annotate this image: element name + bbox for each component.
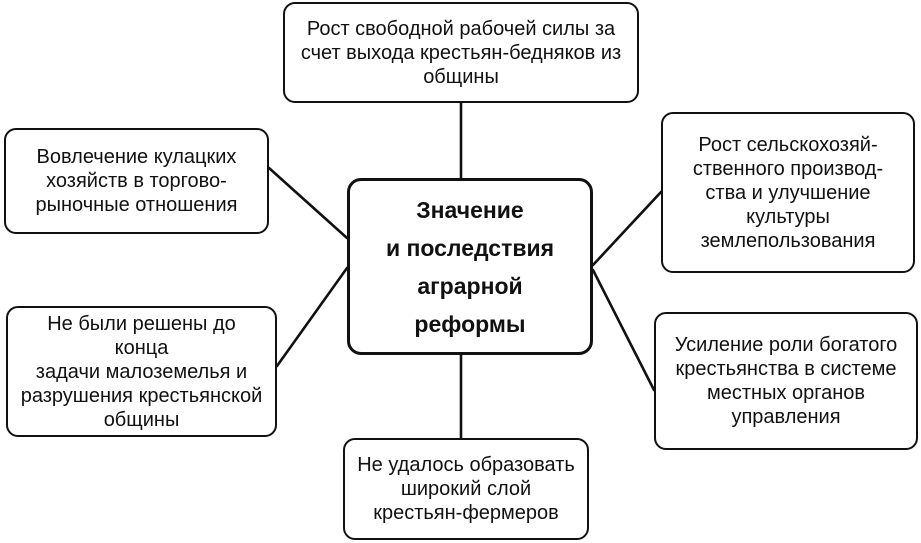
- node-text: Рост сельскохозяй- ственного производ- с…: [692, 133, 884, 252]
- connector-top-right: [591, 190, 663, 267]
- node-text: Вовлечение кулацких хозяйств в торгово- …: [35, 146, 238, 216]
- node-wealthy-peasant-influence: Усиление роли богатого крестьянства в си…: [654, 312, 918, 450]
- central-node-title: Значение и последствия аграрной реформы: [385, 196, 555, 337]
- node-unsolved-land-shortage: Не были решены до конца задачи малоземел…: [6, 306, 277, 437]
- node-agricultural-growth: Рост сельскохозяй- ственного производ- с…: [661, 112, 915, 273]
- node-text: Усиление роли богатого крестьянства в си…: [674, 334, 898, 428]
- node-text: Рост свободной рабочей силы за счет выхо…: [300, 17, 622, 88]
- node-text: Не были решены до конца задачи малоземел…: [20, 312, 263, 431]
- connector-top-left: [267, 166, 349, 240]
- node-farmer-layer-failure: Не удалось образовать широкий слой крест…: [343, 438, 589, 540]
- connector-bottom-left: [275, 266, 349, 368]
- node-text: Не удалось образовать широкий слой крест…: [357, 454, 575, 524]
- node-free-labor-growth: Рост свободной рабочей силы за счет выхо…: [283, 2, 639, 103]
- node-kulak-market-involvement: Вовлечение кулацких хозяйств в торгово- …: [4, 128, 269, 234]
- connector-bottom-right: [591, 268, 656, 392]
- central-node-reform-consequences: Значение и последствия аграрной реформы: [347, 178, 593, 355]
